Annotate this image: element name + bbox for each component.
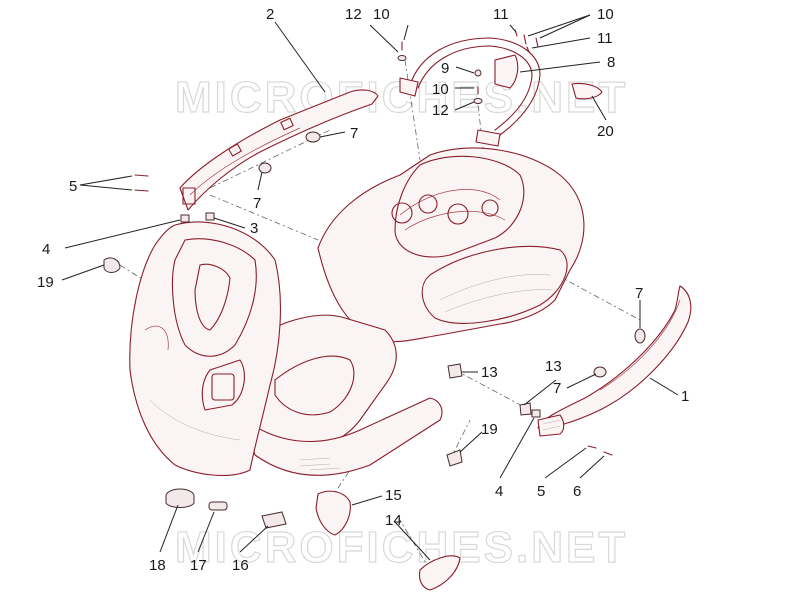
part-7-grommet-b xyxy=(258,162,272,174)
part-5-screw-c xyxy=(587,445,597,449)
callout-15: 15 xyxy=(385,487,402,504)
part-17-pad xyxy=(208,501,228,511)
part-6-screw xyxy=(603,451,613,456)
callout-12a: 12 xyxy=(345,6,362,23)
callout-16: 16 xyxy=(232,557,249,574)
callout-1: 1 xyxy=(681,388,689,405)
body-shell xyxy=(317,147,585,343)
part-7-grommet-a xyxy=(305,131,321,143)
part-2-top-trim xyxy=(179,89,379,211)
callout-13b: 13 xyxy=(545,358,562,375)
callout-12b: 12 xyxy=(432,102,449,119)
small-fasteners xyxy=(103,29,646,467)
part-13-clip-a xyxy=(447,363,463,379)
part-3-clip xyxy=(205,212,215,221)
callout-6: 6 xyxy=(573,483,581,500)
part-19-clip-b xyxy=(446,449,463,467)
part-10-bolt-b xyxy=(523,34,527,45)
part-20-badge xyxy=(571,82,603,100)
part-16-pad xyxy=(261,511,287,529)
callout-7a: 7 xyxy=(350,125,358,142)
part-5-screw-a xyxy=(134,174,149,177)
callout-10a: 10 xyxy=(373,6,390,23)
callout-11b: 11 xyxy=(597,30,613,47)
part-9-bolt xyxy=(474,69,482,77)
callout-2: 2 xyxy=(266,6,274,23)
callout-14: 14 xyxy=(385,512,402,529)
part-14-bracket xyxy=(418,555,461,591)
callout-18: 18 xyxy=(149,557,166,574)
callout-11a: 11 xyxy=(493,6,509,23)
callout-7c: 7 xyxy=(635,285,643,302)
callout-17: 17 xyxy=(190,557,207,574)
part-18-plug-side xyxy=(165,496,195,508)
part-15-bracket xyxy=(315,490,351,536)
callout-10b: 10 xyxy=(597,6,614,23)
loose-parts xyxy=(165,488,461,591)
callout-20: 20 xyxy=(597,123,614,140)
front-shield xyxy=(129,221,281,476)
callout-8: 8 xyxy=(607,54,615,71)
callout-5a: 5 xyxy=(69,178,77,195)
callout-4a: 4 xyxy=(42,241,50,258)
callout-5b: 5 xyxy=(537,483,545,500)
part-7-grommet-c xyxy=(634,328,646,344)
part-12-washer-a xyxy=(397,55,407,61)
part-13-clip-b xyxy=(519,402,532,416)
part-4-clip-b xyxy=(531,409,541,418)
part-12-washer-b xyxy=(473,98,483,104)
callout-10c: 10 xyxy=(432,81,449,98)
callout-labels: 2 12 10 11 10 11 9 8 10 12 20 7 5 7 3 4 … xyxy=(37,6,689,574)
callout-19b: 19 xyxy=(481,421,498,438)
leader-lines xyxy=(61,14,679,561)
part-11-washer-b xyxy=(526,46,530,53)
part-1-side-trim xyxy=(537,285,692,437)
callout-4b: 4 xyxy=(495,483,503,500)
callout-7b: 7 xyxy=(253,195,261,212)
part-10-bolt-c xyxy=(535,37,539,48)
part-19-clip-a xyxy=(103,257,121,273)
footboard xyxy=(244,314,443,476)
watermark-bottom: MICROFICHES.NET xyxy=(175,523,628,572)
part-7-grommet-d xyxy=(593,366,607,378)
callout-3: 3 xyxy=(250,220,258,237)
callout-9: 9 xyxy=(441,60,449,77)
part-8-rear-carrier xyxy=(399,37,541,147)
part-4-clip-a xyxy=(180,214,190,223)
part-5-screw-b xyxy=(134,189,149,192)
callout-19a: 19 xyxy=(37,274,54,291)
callout-13a: 13 xyxy=(481,364,498,381)
callout-7d: 7 xyxy=(553,380,561,397)
